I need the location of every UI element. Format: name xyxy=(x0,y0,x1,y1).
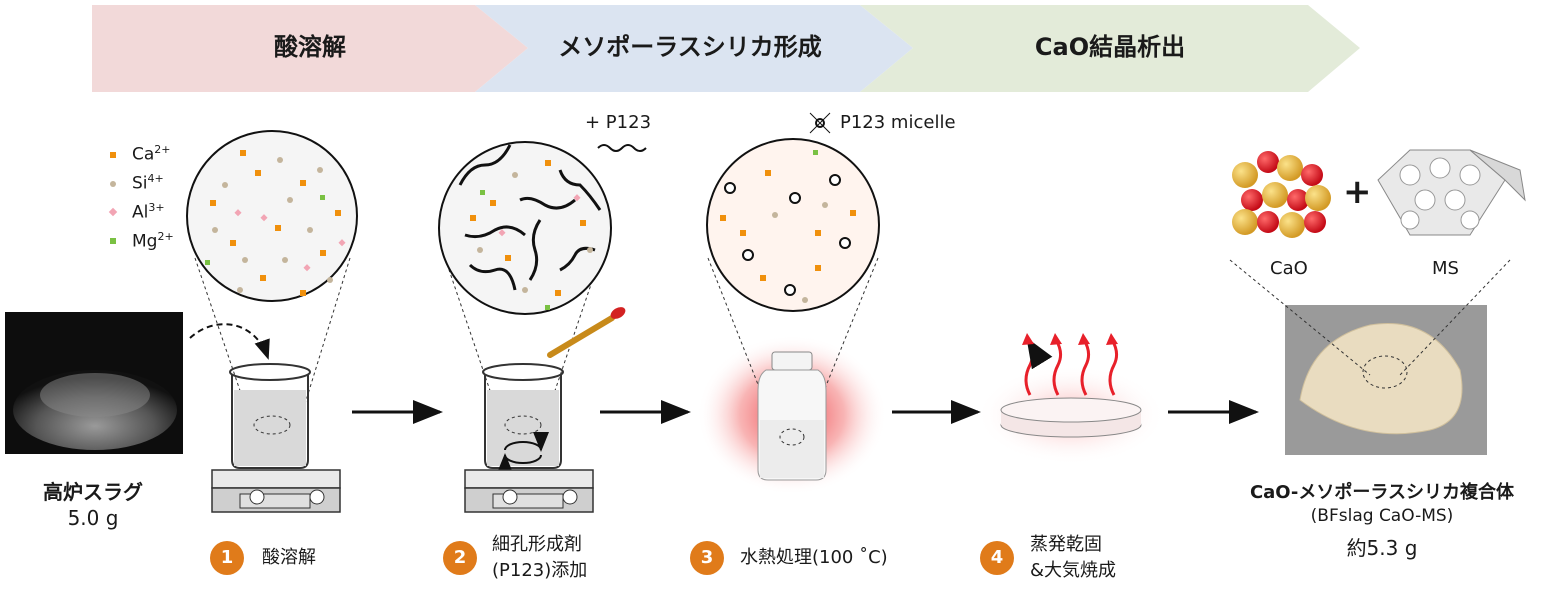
band-acid-dissolution xyxy=(92,5,528,92)
ion-dots-1 xyxy=(205,150,346,296)
micelle-label: P123 micelle xyxy=(840,112,956,133)
step-3-label: 水熱処理(100 ˚C) xyxy=(740,547,888,568)
legend-si-marker xyxy=(110,181,116,187)
beaker-2 xyxy=(482,363,564,474)
bottle-icon xyxy=(757,351,827,481)
micelle-legend-icon xyxy=(809,112,831,134)
band-mesoporous-silica xyxy=(475,5,913,92)
cao-crystal-icon xyxy=(1232,151,1331,238)
legend-ca: Ca2+ xyxy=(132,143,171,165)
stirrer-2 xyxy=(464,469,594,513)
zoom-circle-1 xyxy=(186,130,358,302)
pour-arrow xyxy=(189,323,270,360)
ion-dots-2 xyxy=(470,160,593,310)
beaker-1 xyxy=(229,363,311,469)
step-4-label-line1: 蒸発乾固 xyxy=(1030,534,1102,555)
ion-dots-3 xyxy=(720,150,856,303)
reagent-label: + P123 xyxy=(585,112,652,133)
step-2-label-line1: 細孔形成剤 xyxy=(492,534,582,555)
plus-sign: + xyxy=(1343,172,1372,212)
step-4-badge: 4 xyxy=(980,541,1014,575)
stirrer-1 xyxy=(211,469,341,513)
pipette-icon xyxy=(547,307,626,358)
stirring-arrows-icon xyxy=(504,431,549,452)
ms-structure-icon xyxy=(1377,149,1526,236)
band-label-3: CaO結晶析出 xyxy=(1034,33,1186,61)
component-a-label: CaO xyxy=(1270,258,1308,279)
step-2-label-line2: (P123)添加 xyxy=(492,560,588,581)
legend-al: Al3+ xyxy=(132,201,165,223)
step-1-badge: 1 xyxy=(210,541,244,575)
legend-mg: Mg2+ xyxy=(132,230,174,252)
petri-dish-icon xyxy=(1000,397,1142,438)
micelles xyxy=(724,174,851,296)
step-1-label: 酸溶解 xyxy=(262,547,316,568)
step-3-badge: 3 xyxy=(690,541,724,575)
band-label-1: 酸溶解 xyxy=(274,33,346,61)
heat-arrows-icon xyxy=(1022,333,1119,396)
band-cao-crystal xyxy=(860,5,1360,92)
step-4-label-line2: &大気焼成 xyxy=(1030,560,1117,581)
stage-bands xyxy=(92,5,1360,92)
step-2-badge: 2 xyxy=(443,541,477,575)
product-code: (BFslag CaO-MS) xyxy=(1310,506,1454,526)
start-material-name: 高炉スラグ xyxy=(43,480,143,504)
p123-squiggle xyxy=(597,144,647,152)
component-b-label: MS xyxy=(1432,258,1459,279)
band-label-2: メソポーラスシリカ形成 xyxy=(558,33,822,61)
polymer-chains xyxy=(458,144,602,291)
legend-ca-marker xyxy=(110,152,116,158)
legend-si: Si4+ xyxy=(132,172,164,194)
legend-mg-marker xyxy=(110,238,116,244)
legend-al-marker xyxy=(108,207,118,217)
product-amount: 約5.3 g xyxy=(1346,536,1418,560)
start-material-amount: 5.0 g xyxy=(67,506,119,530)
product-name: CaO-メソポーラスシリカ複合体 xyxy=(1249,482,1515,503)
